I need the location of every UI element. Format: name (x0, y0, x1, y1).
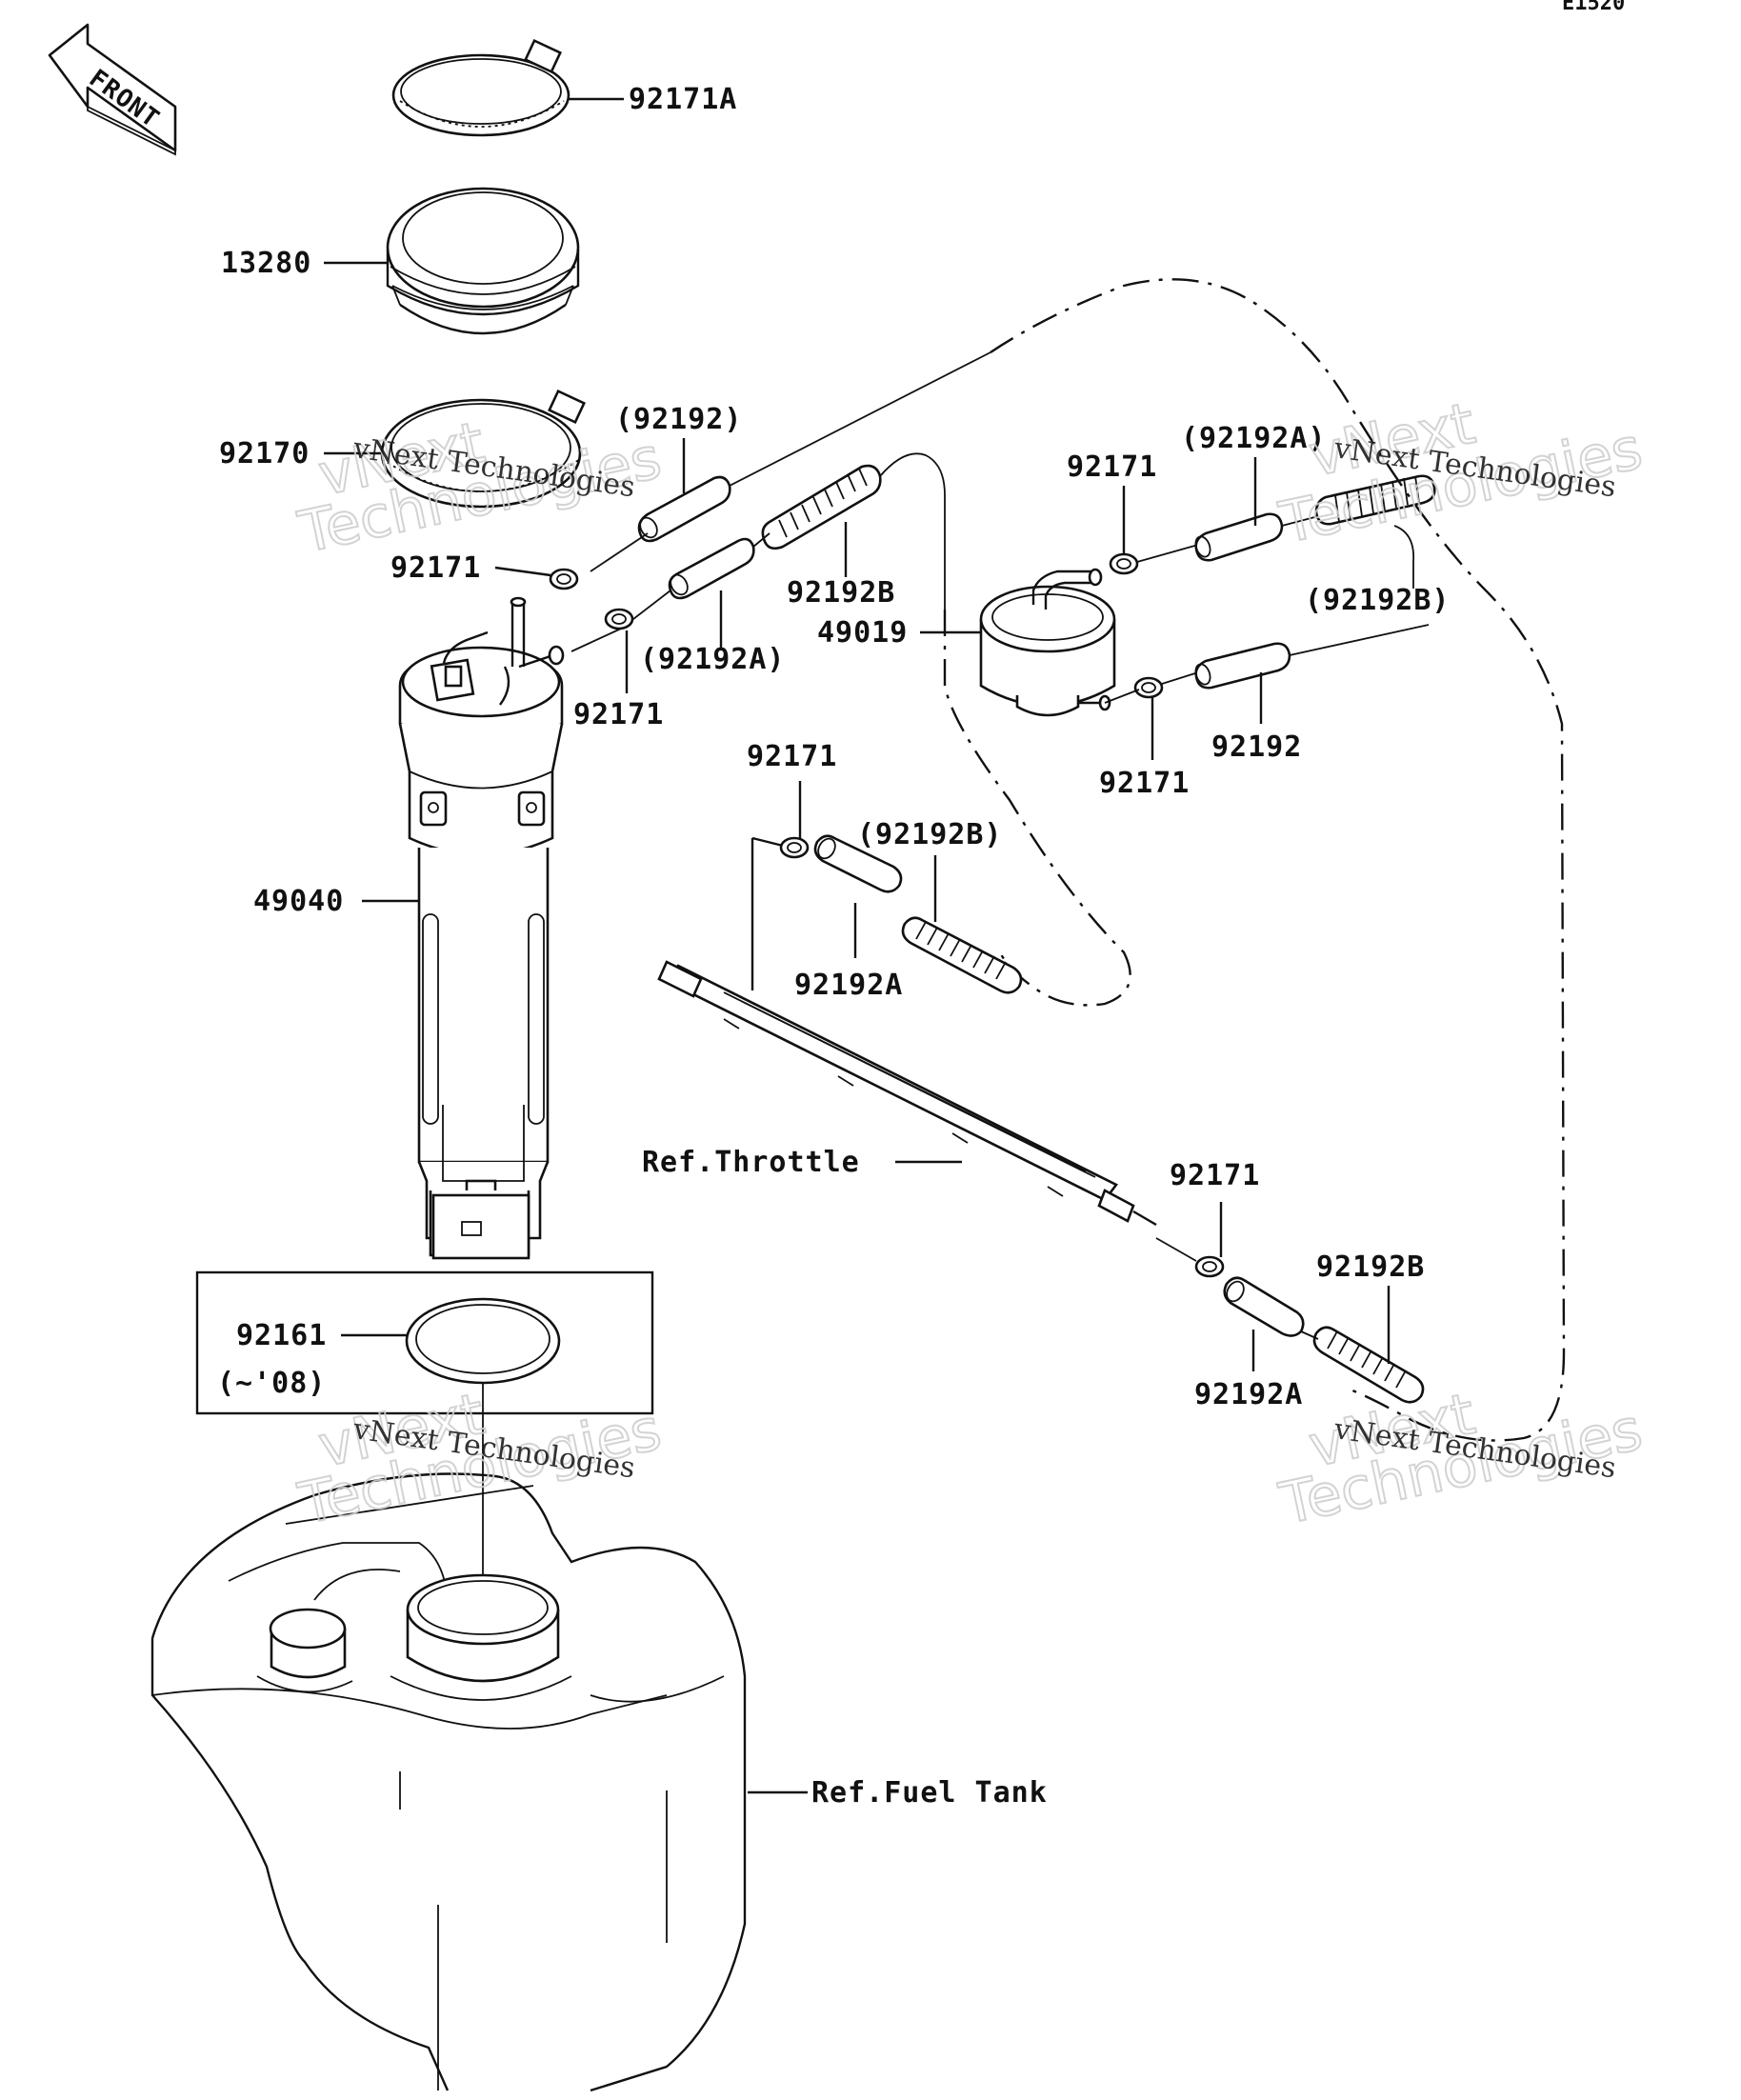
label-92192A-c: 92192A (794, 969, 903, 1002)
fuel-hose-92192-upper (637, 475, 731, 543)
hose-routing-dashed-line (990, 278, 1566, 1442)
fuel-hose-92192A-middle (813, 834, 903, 893)
diagram-code: E1520 (1562, 0, 1625, 15)
throttle-fuel-rail (657, 960, 1157, 1227)
label-92192A-b: (92192A) (1181, 422, 1327, 455)
fuel-tank-outline (150, 1472, 747, 2092)
hose-clamp-large-top (391, 38, 570, 137)
label-13280: 13280 (221, 247, 311, 280)
front-arrow-icon: FRONT (48, 23, 177, 156)
label-92192B-b: (92192B) (1305, 584, 1451, 617)
label-92192B-d: 92192B (1316, 1250, 1425, 1284)
label-92192B-c: (92192B) (857, 818, 1003, 851)
label-92161: 92161 (236, 1319, 327, 1352)
label-ref-throttle: Ref.Throttle (642, 1146, 860, 1179)
label-92171-e: 92171 (747, 740, 837, 773)
label-49040: 49040 (253, 885, 344, 918)
hose-clamp-92170 (380, 389, 586, 509)
label-92192B-a: 92192B (787, 576, 895, 610)
label-92192A-d: 92192A (1194, 1378, 1303, 1411)
fuel-hose-92192A-lower (668, 537, 755, 600)
watermark-vnext: vNext Technologies vNext Technologies vN… (292, 390, 1650, 1539)
label-92192-b: 92192 (1211, 730, 1302, 764)
label-92171A: 92171A (629, 83, 737, 116)
small-clamp-92171-e (779, 836, 810, 859)
small-clamp-92171-b (604, 608, 634, 630)
label-92171-a: 92171 (390, 551, 481, 585)
variant-box (195, 1270, 654, 1415)
filter-mesh-icon (461, 1221, 482, 1236)
label-ref-fuel-tank: Ref.Fuel Tank (811, 1776, 1048, 1810)
fuel-filter-49019 (979, 568, 1116, 717)
fuel-pump-assembly-49040 (398, 596, 565, 1260)
label-92170: 92170 (219, 437, 310, 470)
corrugated-hose-92192B-c (901, 916, 1023, 994)
corrugated-hose-92192B-a (761, 464, 882, 550)
label-92161-note: (~'08) (217, 1367, 326, 1400)
small-clamp-92171-f (1194, 1255, 1225, 1278)
label-92192A-a: (92192A) (640, 643, 786, 676)
label-92192-top: (92192) (615, 403, 742, 436)
fuel-hose-92192A-lower-right (1223, 1276, 1305, 1337)
label-49019: 49019 (817, 616, 908, 650)
label-92171-d: 92171 (1099, 767, 1190, 800)
small-clamp-92171-a (549, 568, 579, 590)
o-ring-92161 (405, 1297, 561, 1385)
rubber-boot-13280 (386, 187, 580, 335)
small-clamp-92171-c (1109, 552, 1139, 575)
label-92171-f: 92171 (1170, 1159, 1260, 1192)
fuel-hose-92192-filter (1194, 642, 1291, 690)
label-92171-c: 92171 (1067, 450, 1157, 484)
corrugated-hose-92192B-d (1312, 1326, 1425, 1404)
label-92171-b: 92171 (573, 698, 664, 731)
corrugated-hose-92192B-b (1314, 474, 1436, 526)
small-clamp-92171-d (1133, 676, 1164, 699)
fuel-hose-92192A-filter (1194, 512, 1284, 562)
